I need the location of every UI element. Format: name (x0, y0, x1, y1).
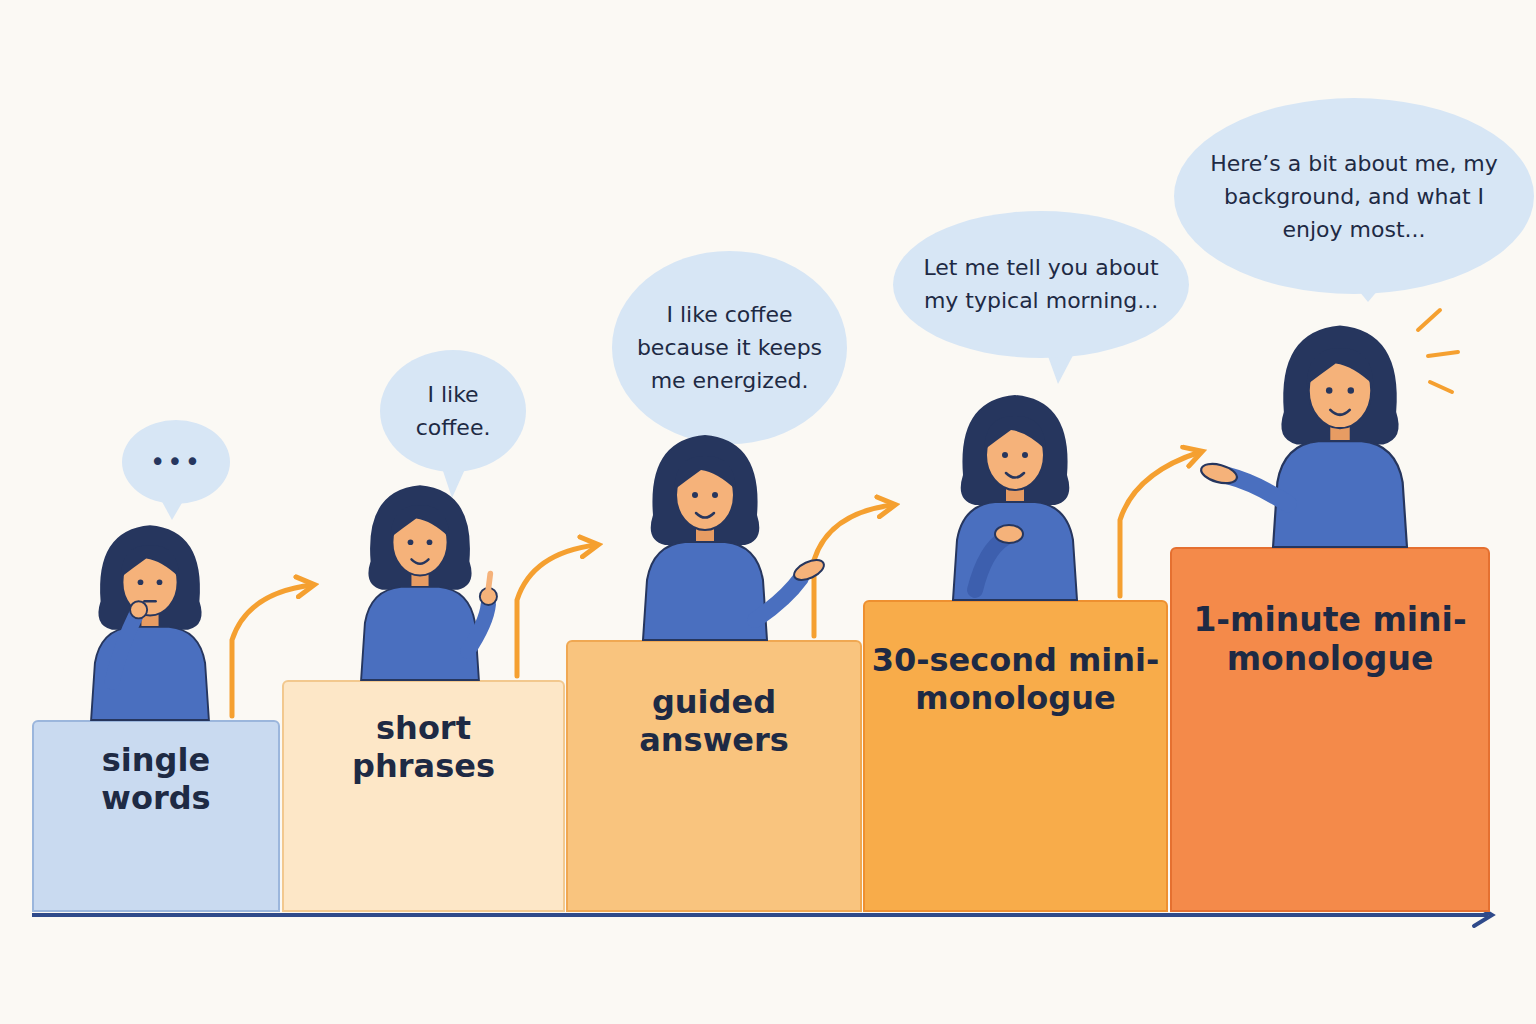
speech-bubble: I like coffee. (380, 350, 526, 472)
step-label: 1-minute mini-monologue (1180, 601, 1480, 679)
connector-guide (316, 595, 317, 680)
person-figure (1199, 326, 1407, 547)
connector-guide (897, 515, 898, 600)
speech-text: I like coffee. (402, 378, 504, 444)
speech-text: I like coffee because it keeps me energi… (634, 298, 825, 397)
speech-text: ••• (150, 443, 202, 482)
stair-step: short phrases (282, 680, 565, 912)
axis-line (32, 913, 1488, 917)
person-figure (953, 395, 1077, 600)
speech-bubble: ••• (122, 420, 230, 504)
speech-bubble: Let me tell you about my typical morning… (893, 211, 1189, 359)
step-label: 30-second mini-monologue (871, 642, 1161, 718)
speech-text: Let me tell you about my typical morning… (915, 251, 1167, 317)
speech-text: Here’s a bit about me, my background, an… (1196, 147, 1512, 246)
person-figure (361, 485, 497, 680)
speech-bubble: I like coffee because it keeps me energi… (612, 251, 847, 444)
person-figure (91, 525, 209, 720)
sparkle-lines (1418, 310, 1458, 392)
step-label: short phrases (329, 710, 519, 786)
step-label: guided answers (614, 684, 814, 760)
step-label: single words (76, 742, 236, 818)
person-figure (643, 435, 827, 640)
stair-step: single words (32, 720, 280, 912)
connector-guide (1204, 462, 1205, 547)
connector-guide (600, 555, 601, 640)
stair-step: guided answers (566, 640, 862, 912)
stair-step: 1-minute mini-monologue (1170, 547, 1490, 912)
speech-bubble: Here’s a bit about me, my background, an… (1174, 98, 1534, 294)
stair-step: 30-second mini-monologue (863, 600, 1168, 912)
